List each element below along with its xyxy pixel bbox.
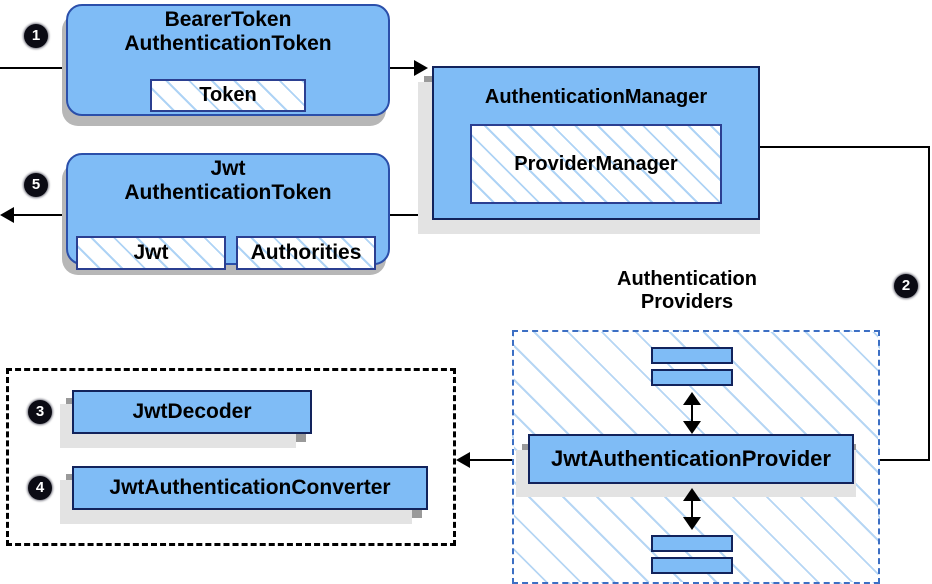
auth-manager-slot-provider-manager: ProviderManager bbox=[470, 124, 722, 204]
jwt-support-region bbox=[6, 368, 456, 546]
connector-bearer-to-manager bbox=[388, 67, 424, 69]
arrowhead-down-top bbox=[683, 421, 701, 434]
step-badge-4: 4 bbox=[28, 476, 52, 500]
auth-manager-title: AuthenticationManager bbox=[484, 86, 708, 108]
connector-incoming-request bbox=[0, 67, 72, 69]
jwt-authentication-converter-box: JwtAuthenticationConverter bbox=[72, 466, 428, 510]
arrowhead-provider-to-support bbox=[456, 452, 470, 468]
jwt-authentication-provider-box: JwtAuthenticationProvider bbox=[528, 434, 854, 484]
connector-vertical-top bbox=[691, 396, 693, 426]
provider-stub-bar-bottom-1 bbox=[651, 535, 733, 552]
arrowhead-bearer-to-manager bbox=[414, 60, 428, 76]
connector-manager-to-jwttoken bbox=[372, 214, 428, 216]
jwt-token-slot-authorities: Authorities bbox=[236, 236, 376, 270]
step-badge-3: 3 bbox=[28, 400, 52, 424]
arrowhead-down-bottom bbox=[683, 517, 701, 530]
step-badge-5: 5 bbox=[24, 173, 48, 197]
provider-stub-bar-top-2 bbox=[651, 369, 733, 386]
connector-manager-down bbox=[928, 146, 930, 460]
jwt-token-title: Jwt AuthenticationToken bbox=[124, 157, 332, 205]
connector-outgoing-token bbox=[14, 214, 72, 216]
arrowhead-outgoing-token bbox=[0, 207, 14, 223]
provider-stub-bar-top-1 bbox=[651, 347, 733, 364]
step-badge-2: 2 bbox=[894, 274, 918, 298]
bearer-token-title: BearerToken AuthenticationToken bbox=[124, 8, 332, 56]
jwt-decoder-box: JwtDecoder bbox=[72, 390, 312, 434]
connector-into-provider bbox=[878, 459, 930, 461]
authentication-providers-label: Authentication Providers bbox=[617, 268, 757, 314]
step-badge-1: 1 bbox=[24, 24, 48, 48]
jwt-token-slot-jwt: Jwt bbox=[76, 236, 226, 270]
bearer-token-slot-token: Token bbox=[150, 79, 306, 112]
connector-vertical-bottom bbox=[691, 492, 693, 522]
provider-stub-bar-bottom-2 bbox=[651, 557, 733, 574]
connector-provider-to-support bbox=[470, 459, 524, 461]
connector-manager-right bbox=[758, 146, 930, 148]
